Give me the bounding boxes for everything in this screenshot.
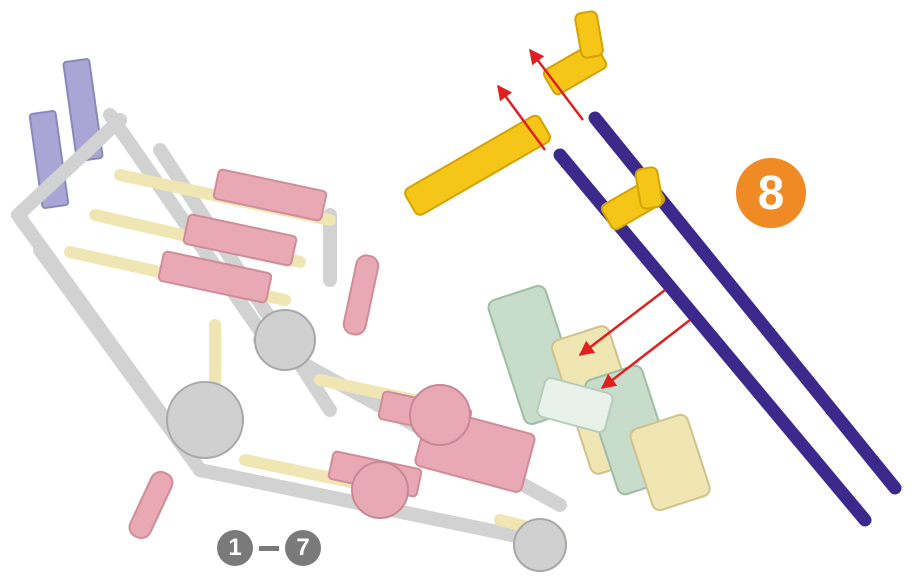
previous-step-end: 7	[285, 530, 321, 566]
previous-steps-indicator: 1 7	[217, 530, 321, 566]
previous-step-start: 1	[217, 530, 253, 566]
yellow-connectors	[403, 10, 666, 231]
step-number-badge: 8	[736, 158, 806, 228]
range-dash	[259, 546, 279, 551]
step-number: 8	[758, 166, 785, 221]
